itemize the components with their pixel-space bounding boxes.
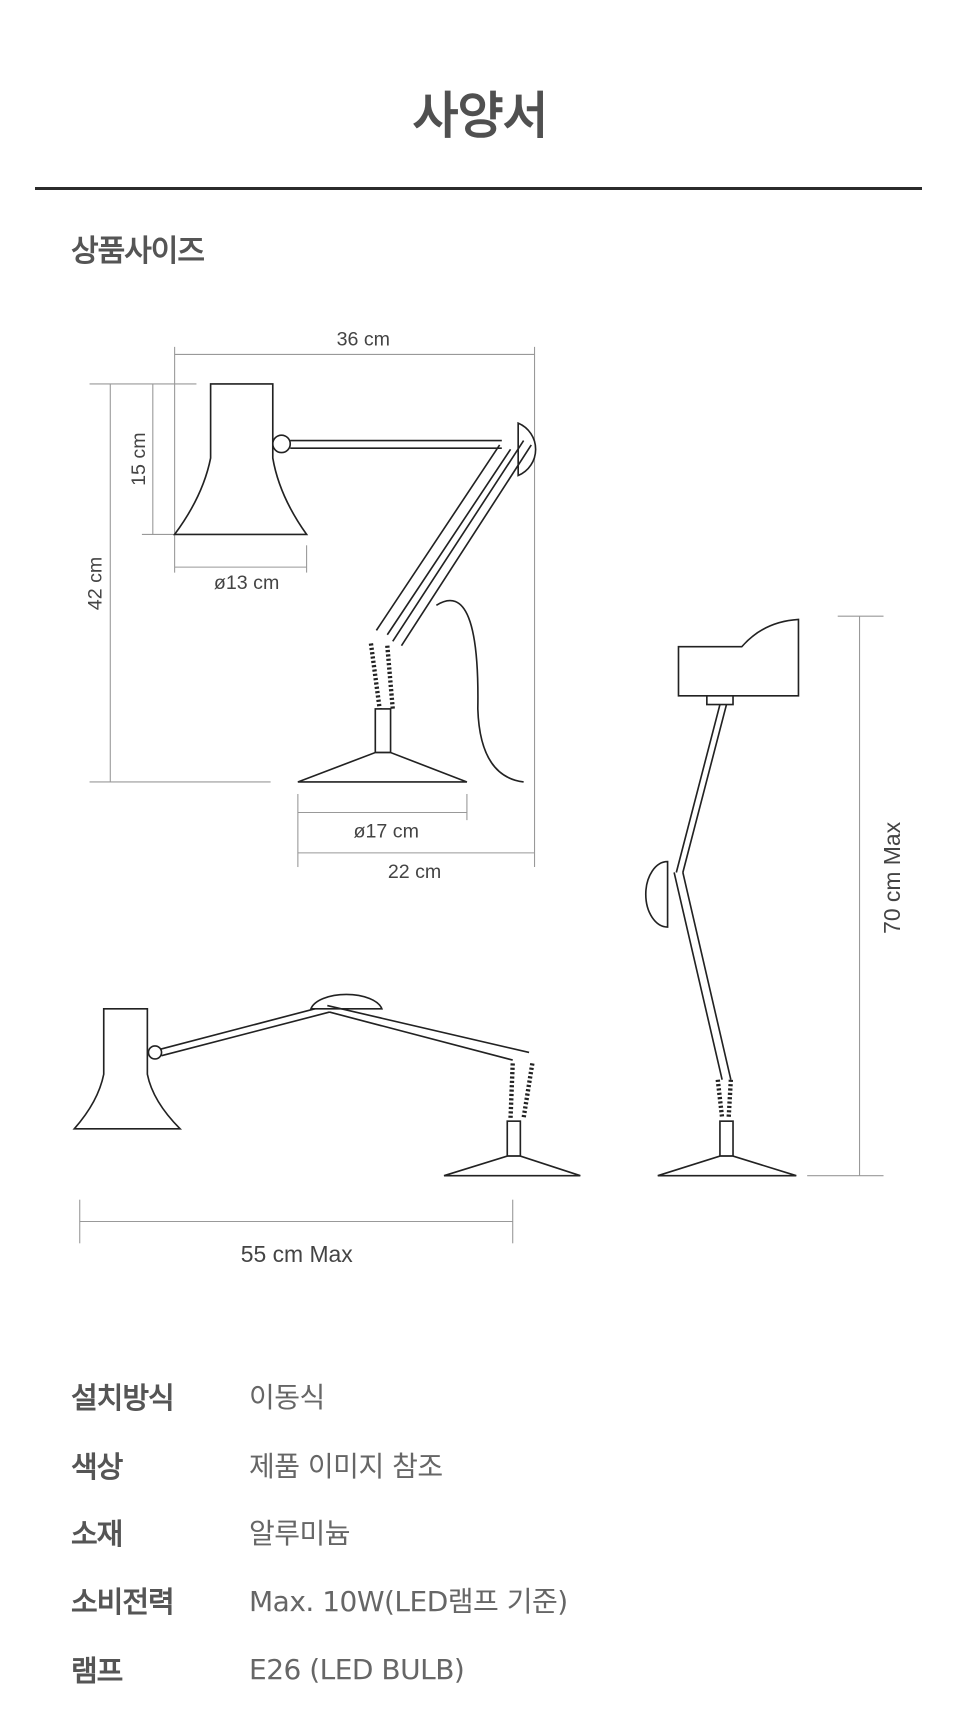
dim-max-height: 70 cm Max <box>879 821 905 933</box>
spec-row: 소재 알루미늄 <box>71 1512 351 1552</box>
divider <box>35 187 922 190</box>
spec-row: 소비전력 Max. 10W(LED램프 기준) <box>71 1580 568 1620</box>
dim-height-total: 42 cm <box>85 557 107 610</box>
page-title: 사양서 <box>412 87 549 145</box>
spec-label: 색상 <box>71 1450 123 1484</box>
spec-row: 설치방식 이동식 <box>71 1376 325 1416</box>
lamp-illustrations <box>72 383 800 1177</box>
spec-label: 설치방식 <box>71 1381 175 1415</box>
spec-value: 알루미늄 <box>249 1517 351 1550</box>
spec-value: E26 (LED BULB) <box>249 1652 465 1686</box>
dim-shade-diameter: ø13 cm <box>214 572 279 594</box>
spec-value: 제품 이미지 참조 <box>249 1450 443 1483</box>
section-title: 상품사이즈 <box>71 234 205 269</box>
dim-width-top: 36 cm <box>337 329 390 351</box>
spec-row: 색상 제품 이미지 참조 <box>71 1445 443 1485</box>
spec-value: Max. 10W(LED램프 기준) <box>249 1585 568 1618</box>
spec-value: 이동식 <box>249 1381 325 1414</box>
spec-label: 램프 <box>71 1654 123 1688</box>
dim-max-reach: 55 cm Max <box>241 1241 353 1267</box>
dim-base-depth: 22 cm <box>388 861 441 883</box>
spec-label: 소재 <box>71 1517 123 1551</box>
spec-label: 소비전력 <box>71 1585 175 1619</box>
spec-row: 램프 E26 (LED BULB) <box>71 1649 465 1689</box>
dimension-lines <box>79 346 884 1244</box>
dim-shade-height: 15 cm <box>128 432 150 485</box>
dim-base-diameter: ø17 cm <box>353 821 418 843</box>
